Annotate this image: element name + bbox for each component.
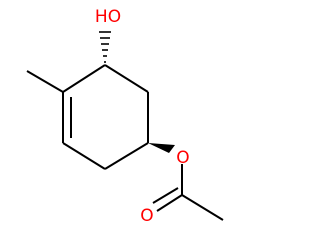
bond-c4-c5 xyxy=(62,142,106,170)
hashed-wedge-bond-oh xyxy=(99,31,111,63)
hydroxyl-label: HO xyxy=(95,7,121,27)
molecule-structure: HO O O xyxy=(26,7,224,226)
ester-oxygen-label: O xyxy=(176,148,189,168)
bond-c6-c1 xyxy=(62,64,106,93)
wedge-bond-ester-o xyxy=(148,143,175,153)
bond-carbonyl-o-2 xyxy=(152,187,179,204)
bond-c1-c2 xyxy=(104,64,149,93)
bond-c3-c4 xyxy=(104,142,149,170)
bond-acetyl-methyl xyxy=(181,194,224,221)
bond-carbonyl-o-1 xyxy=(156,194,183,212)
bond-methyl xyxy=(26,70,64,93)
carbonyl-oxygen-label: O xyxy=(140,206,153,226)
structure-canvas: HO O O xyxy=(26,7,224,226)
